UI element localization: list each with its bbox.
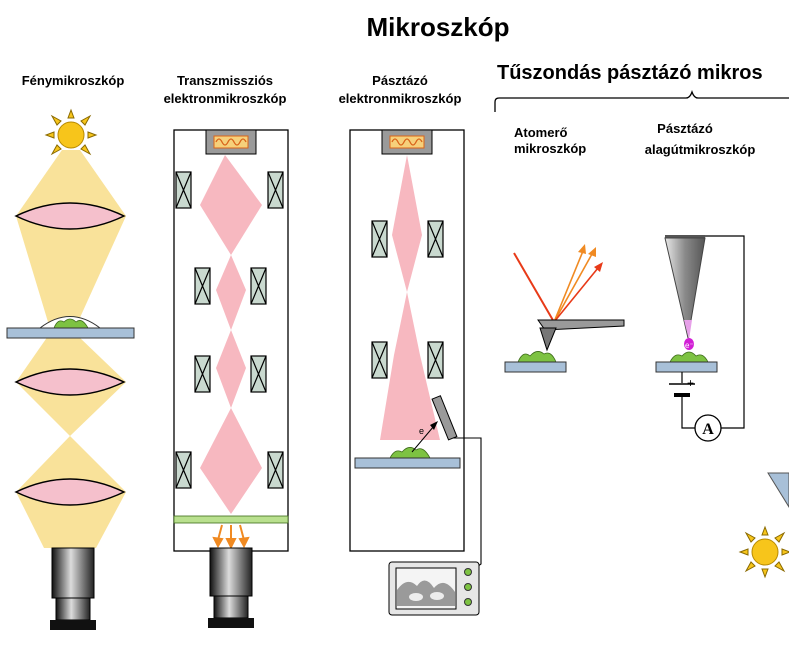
electron-beam bbox=[392, 155, 422, 292]
specimen bbox=[669, 351, 709, 363]
afm-microscope bbox=[504, 244, 625, 373]
light-output-arrows bbox=[212, 524, 250, 550]
electron-symbol: e⁻ bbox=[685, 341, 694, 350]
afm-label-line1: Atomerő bbox=[514, 125, 568, 140]
cropped-mirror bbox=[767, 472, 789, 508]
circuit-wire bbox=[705, 235, 745, 429]
stm-tip bbox=[664, 237, 706, 339]
detector bbox=[431, 395, 458, 441]
eyepiece-lens bbox=[14, 478, 126, 506]
battery-icon bbox=[669, 383, 695, 397]
fluorescent-screen bbox=[173, 515, 289, 524]
light-microscope bbox=[6, 108, 135, 630]
stm-tip-holder bbox=[665, 235, 705, 239]
ammeter-label: A bbox=[702, 421, 714, 438]
reflected-laser-arrow bbox=[553, 262, 603, 323]
stm-microscope: e⁻ + A bbox=[655, 235, 745, 442]
electron-beam bbox=[200, 155, 262, 255]
circuit-wire bbox=[681, 397, 695, 429]
specimen-stage bbox=[504, 361, 567, 373]
light-microscope-label: Fénymikroszkóp bbox=[21, 73, 125, 88]
tunneling-glow bbox=[684, 320, 692, 340]
glass-slide bbox=[6, 327, 135, 339]
electron-beam bbox=[216, 255, 246, 330]
reflected-laser-arrow bbox=[553, 247, 596, 323]
sun-icon bbox=[738, 525, 789, 579]
sem-label-line2: elektronmikroszkóp bbox=[338, 91, 462, 106]
cantilever bbox=[537, 319, 625, 331]
specimen-stage bbox=[655, 361, 718, 373]
camera-icon bbox=[50, 547, 96, 630]
specimen bbox=[517, 351, 557, 363]
afm-label-line2: mikroszkóp bbox=[514, 141, 587, 156]
specimen bbox=[389, 447, 431, 459]
sem-microscope: e bbox=[349, 129, 482, 616]
tem-label-line2: elektronmikroszkóp bbox=[163, 91, 287, 106]
light-beam bbox=[16, 150, 126, 322]
sem-label-line1: Pásztázó bbox=[372, 73, 428, 88]
electron-symbol: e bbox=[419, 426, 424, 436]
magnetic-lens-coil bbox=[371, 220, 444, 379]
electron-beam bbox=[200, 408, 262, 514]
page-title: Mikroszkóp bbox=[366, 12, 510, 42]
specimen-stage bbox=[354, 457, 461, 469]
condenser-lens bbox=[14, 202, 126, 230]
battery-plus: + bbox=[687, 376, 694, 390]
electron-gun-icon bbox=[381, 129, 433, 155]
stm-label-line2: alagútmikroszkóp bbox=[644, 142, 756, 157]
cropped-instrument-partial bbox=[738, 472, 789, 579]
specimen bbox=[53, 318, 89, 329]
tunneling-electron bbox=[684, 338, 694, 350]
laser-beam bbox=[513, 252, 555, 323]
tem-label-line1: Transzmissziós bbox=[176, 73, 274, 88]
reflected-laser-arrow bbox=[553, 244, 586, 323]
afm-tip bbox=[539, 327, 557, 352]
electron-beam bbox=[380, 292, 440, 440]
camera-icon bbox=[208, 547, 254, 628]
magnetic-lens-coil bbox=[175, 171, 284, 489]
probe-group-brace bbox=[494, 89, 789, 112]
ammeter-icon bbox=[694, 414, 722, 442]
stm-label-line1: Pásztázó bbox=[657, 121, 713, 136]
tem-microscope bbox=[173, 129, 289, 628]
electron-gun-icon bbox=[205, 129, 257, 155]
electron-beam bbox=[216, 330, 246, 408]
monitor-icon bbox=[388, 561, 480, 616]
secondary-electron-arrow bbox=[411, 421, 438, 453]
probe-microscopy-group-title: Tűszondás pásztázó mikros bbox=[497, 62, 763, 84]
objective-lens bbox=[14, 368, 126, 396]
